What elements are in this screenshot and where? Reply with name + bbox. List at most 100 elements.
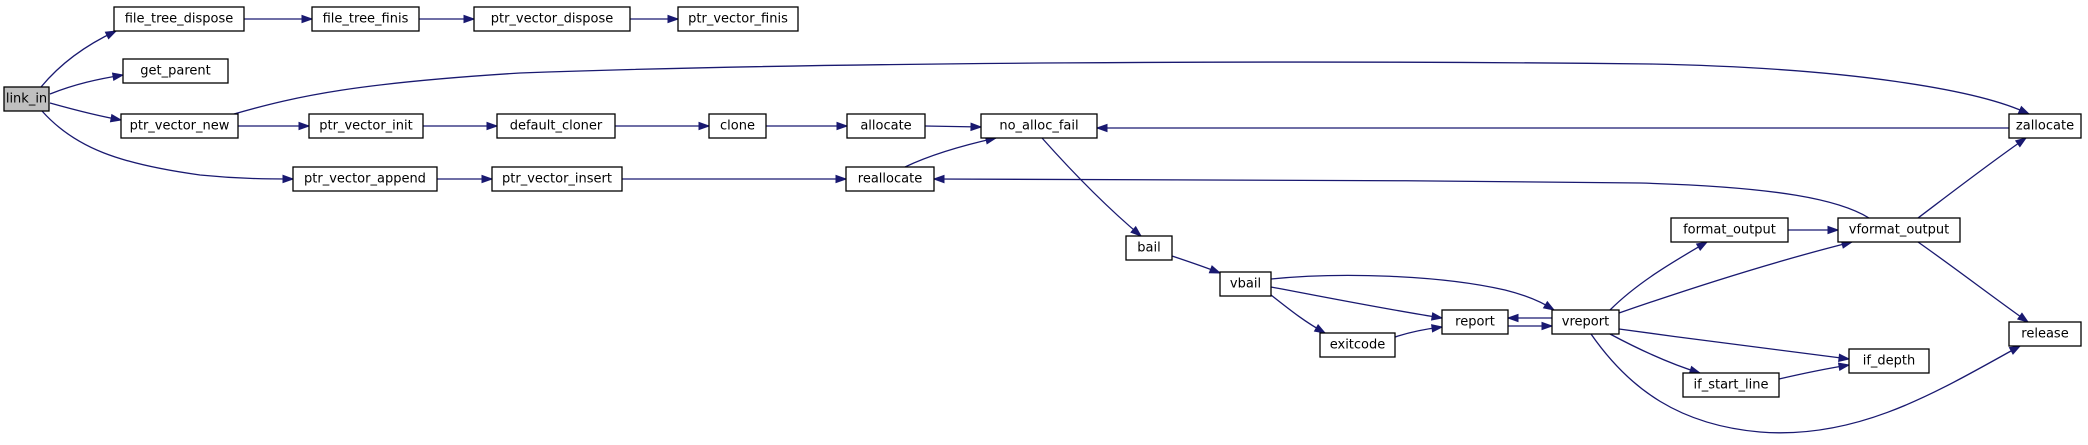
node-label: ptr_vector_init [319,119,413,134]
node-label: file_tree_finis [323,12,409,27]
edge-link_in-to-ptr_vector_new [49,102,123,123]
edge-vreport-to-if_start_line [1609,333,1702,374]
node-box [1441,309,1509,335]
edge-if_start_line-to-if_depth [1778,362,1851,380]
call-graph-edges [40,14,2031,434]
arrowhead [104,30,118,40]
node-ptr-vector-dispose[interactable]: ptr_vector_dispose [473,6,631,32]
edge-vbail-to-vreport [1270,274,1556,311]
node-vreport[interactable]: vreport [1551,309,1620,335]
node-ptr-vector-finis[interactable]: ptr_vector_finis [677,6,799,32]
arrowhead [1313,324,1327,334]
node-label: allocate [860,119,911,134]
node-ptr-vector-insert[interactable]: ptr_vector_insert [491,166,623,192]
node-if-start-line[interactable]: if_start_line [1682,372,1780,398]
node-no-alloc-fail[interactable]: no_alloc_fail [980,113,1098,139]
edge-link_in-to-file_tree_dispose [40,30,118,88]
node-exitcode[interactable]: exitcode [1319,332,1396,358]
arrowhead [932,174,945,184]
arrowhead [1430,312,1444,321]
arrowhead [282,174,295,184]
arrowhead [1130,225,1143,237]
node-allocate[interactable]: allocate [846,113,926,139]
edge-bail-to-vbail [1171,255,1222,274]
node-label: default_cloner [510,119,603,134]
edge-no_alloc_fail-to-bail [1041,137,1143,237]
arrowhead [298,121,311,131]
edge-clone-to-allocate [766,121,849,131]
edge-ptr_vector_insert-to-reallocate [622,174,848,184]
arrowhead [836,121,849,131]
node-format-output[interactable]: format_output [1670,217,1789,243]
node-label: no_alloc_fail [999,119,1078,134]
node-label: zallocate [2016,119,2074,134]
node-box [3,86,50,112]
node-report[interactable]: report [1441,309,1509,335]
edge-vbail-to-exitcode [1270,294,1327,334]
edge-reallocate-to-no_alloc_fail [904,136,998,168]
edge-link_in-to-get_parent [49,72,125,95]
node-box [496,113,616,139]
node-zallocate[interactable]: zallocate [2008,113,2082,139]
edge-vreport-to-release [1590,333,2022,434]
arrowhead [970,122,983,132]
node-ptr-vector-append[interactable]: ptr_vector_append [292,166,438,192]
node-box [2008,321,2082,347]
arrowhead [463,14,476,24]
node-bail[interactable]: bail [1125,235,1173,261]
node-box [113,6,245,32]
edge-ptr_vector_init-to-default_cloner [423,121,499,131]
node-box [1682,372,1780,398]
edge-file_tree_finis-to-ptr_vector_dispose [419,14,476,24]
node-box [122,58,229,84]
node-vformat-output[interactable]: vformat_output [1837,217,1961,243]
node-label: vbail [1230,277,1261,292]
arrowhead [1506,313,1519,323]
arrowhead [835,174,848,184]
node-label: bail [1137,241,1160,256]
node-if-depth[interactable]: if_depth [1848,348,1930,374]
node-box [708,113,767,139]
edge-vreport-to-report [1506,313,1552,323]
node-box [308,113,424,139]
node-ptr-vector-new[interactable]: ptr_vector_new [120,113,239,139]
node-label: ptr_vector_new [130,119,230,134]
edge-default_cloner-to-clone [615,121,711,131]
node-ptr-vector-init[interactable]: ptr_vector_init [308,113,424,139]
node-label: file_tree_dispose [125,12,234,27]
node-label: ptr_vector_append [304,172,426,187]
node-box [311,6,420,32]
arrowhead [1542,300,1556,311]
arrowhead [667,14,680,24]
node-link-in[interactable]: link_in [3,86,50,112]
node-box [1848,348,1930,374]
node-get-parent[interactable]: get_parent [122,58,229,84]
node-box [1837,217,1961,243]
node-label: reallocate [858,172,922,187]
node-box [1670,217,1789,243]
arrowhead [301,14,314,24]
arrowhead [1695,241,1709,252]
node-clone[interactable]: clone [708,113,767,139]
node-vbail[interactable]: vbail [1219,271,1272,297]
edge-ptr_vector_dispose-to-ptr_vector_finis [630,14,680,24]
edge-format_output-to-vformat_output [1788,225,1840,235]
node-label: exitcode [1330,338,1386,353]
node-label: if_depth [1863,354,1916,369]
edge-vformat_output-to-reallocate [932,174,1870,219]
node-box [1219,271,1272,297]
node-label: clone [720,119,755,134]
edge-allocate-to-no_alloc_fail [924,122,983,132]
arrowhead [2014,137,2028,148]
node-label: get_parent [140,64,210,79]
node-file-tree-dispose[interactable]: file_tree_dispose [113,6,245,32]
node-default-cloner[interactable]: default_cloner [496,113,616,139]
node-reallocate[interactable]: reallocate [845,166,935,192]
node-file-tree-finis[interactable]: file_tree_finis [311,6,420,32]
arrowhead [1827,225,1840,235]
edge-zallocate-to-no_alloc_fail [1095,123,2009,133]
edge-vreport-to-format_output [1609,241,1709,311]
arrowhead [481,174,494,184]
node-box [1125,235,1173,261]
node-release[interactable]: release [2008,321,2082,347]
